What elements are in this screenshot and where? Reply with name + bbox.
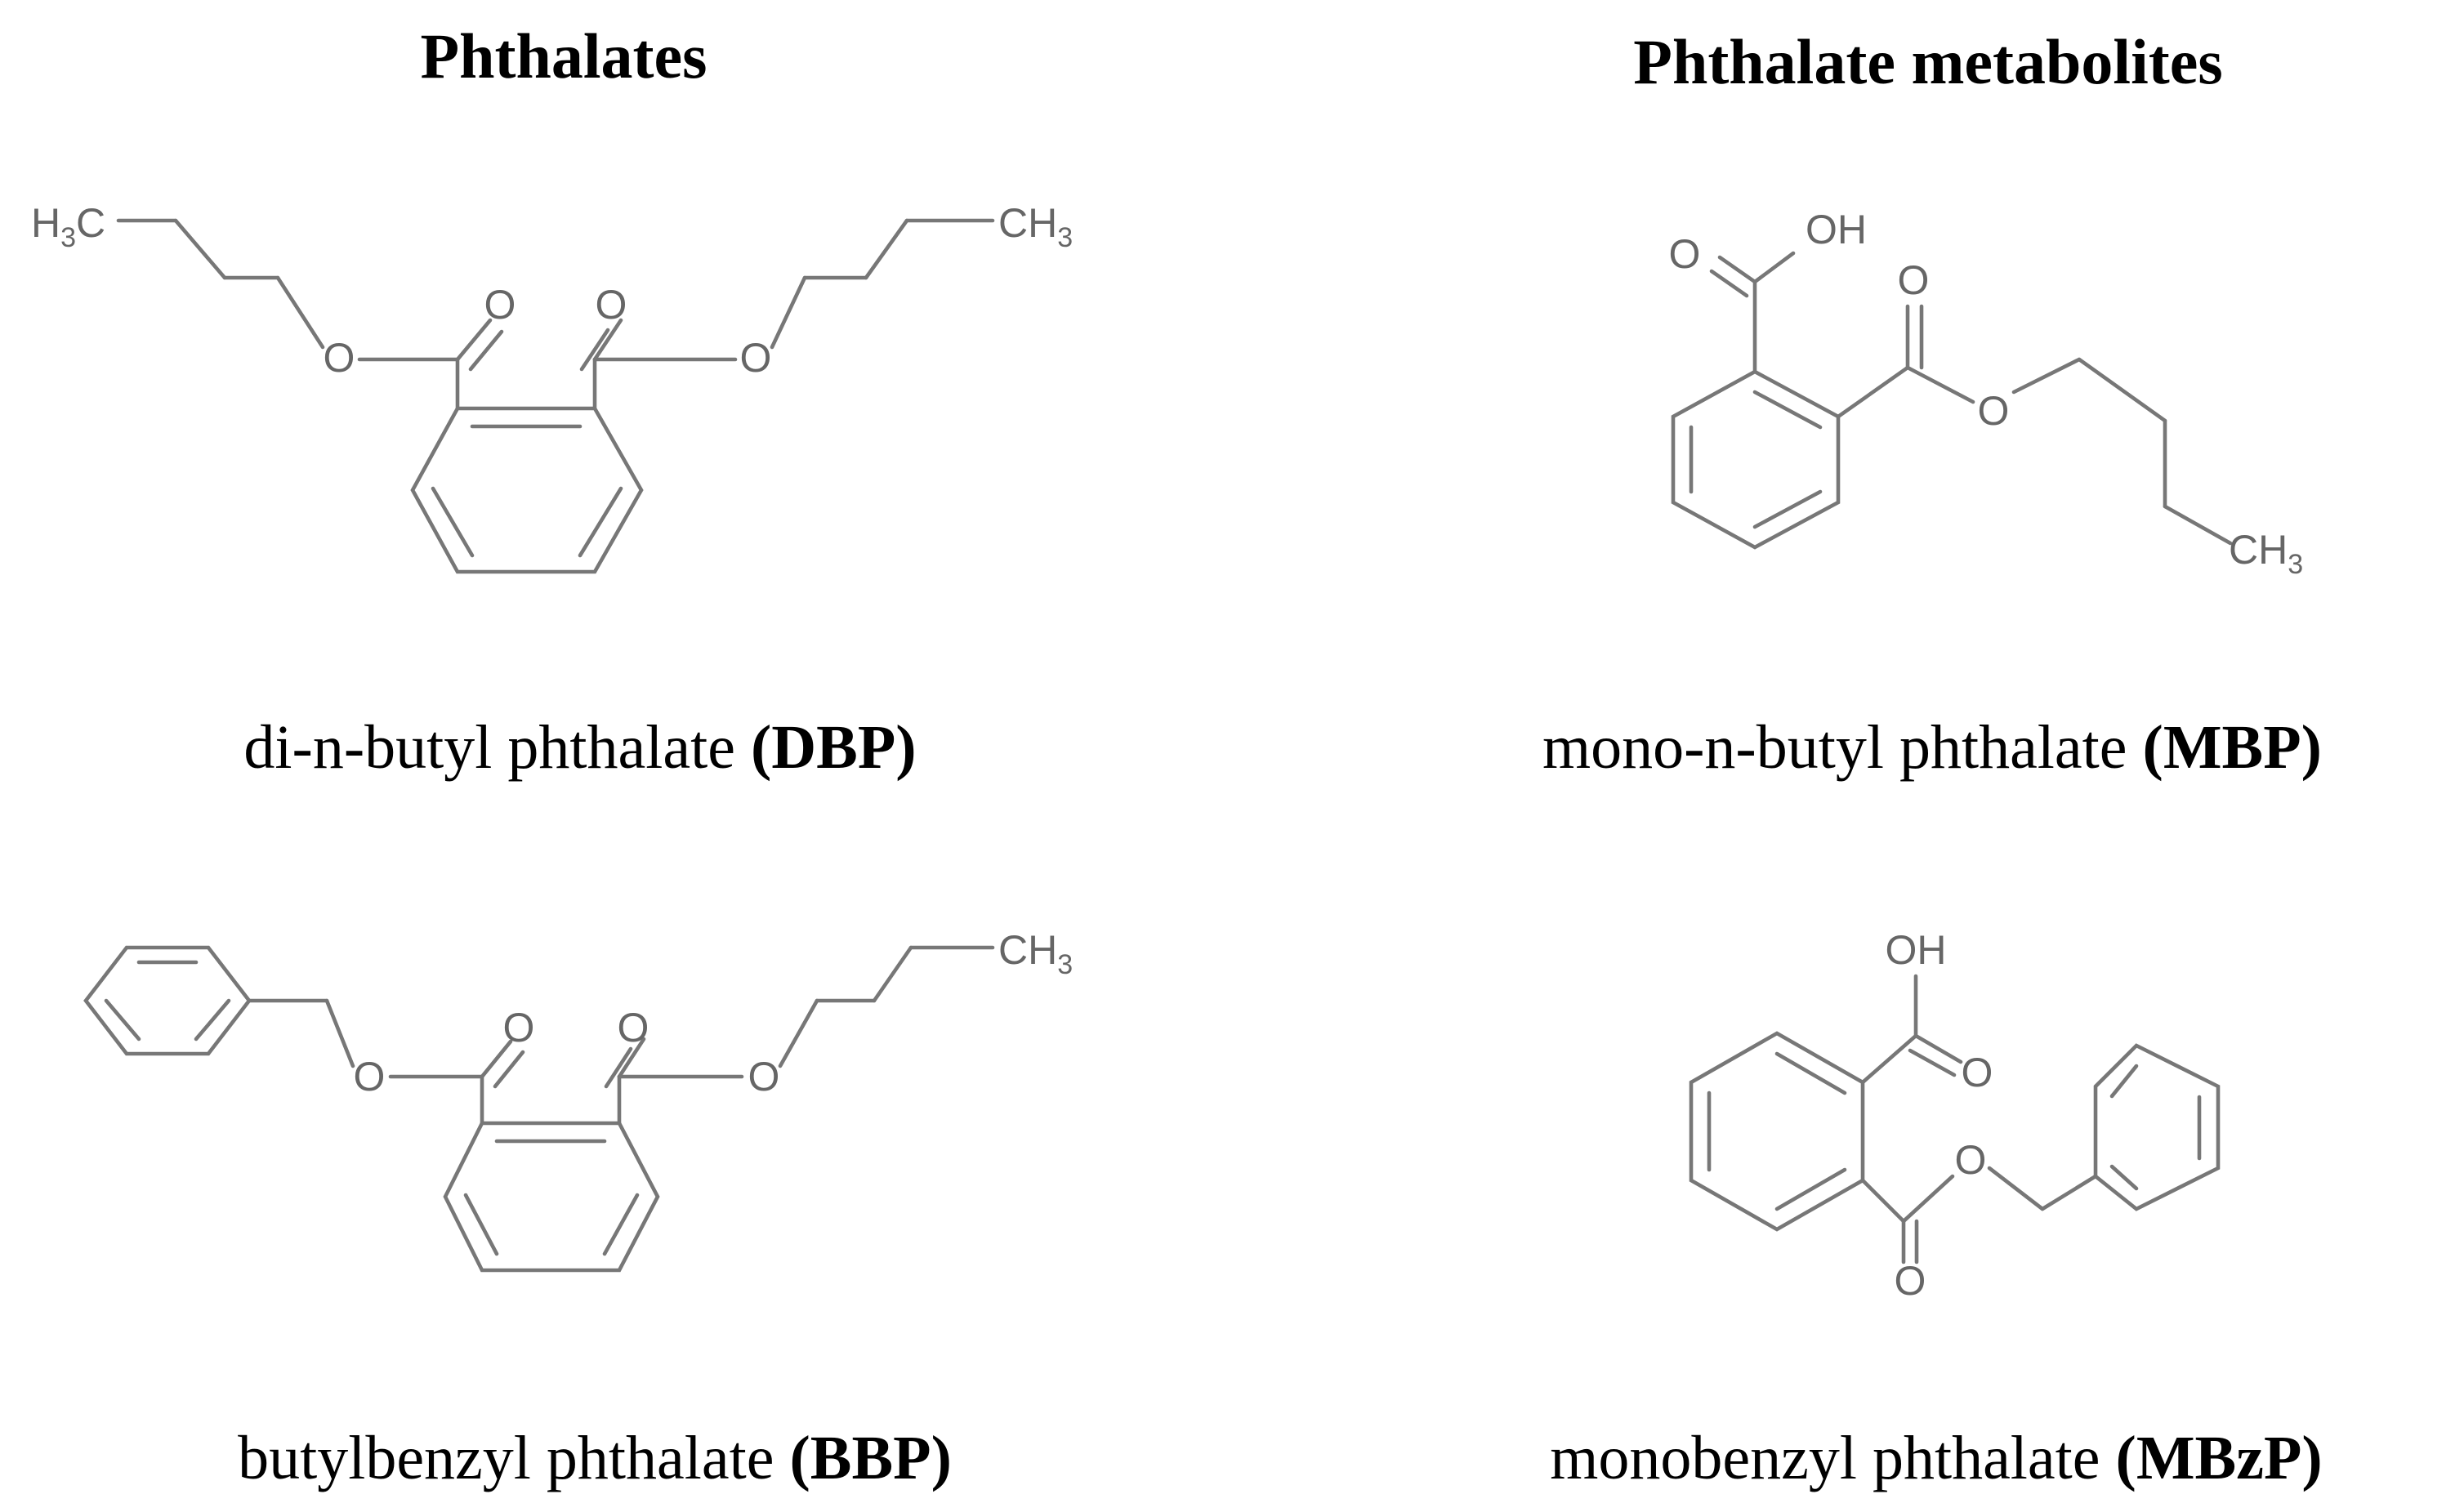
mbzp-carbonyl-oxygen-ester: O: [1895, 1258, 1926, 1304]
mbp-carbonyl-oxygen-acid: O: [1669, 231, 1701, 277]
mbzp-benzene-ring-benzyl: [2093, 1043, 2221, 1211]
mbp-carbonyl-oxygen-ester: O: [1898, 257, 1930, 303]
mbzp-hydroxyl: OH: [1886, 927, 1947, 973]
dbp-carbonyl-oxygen-left: O: [484, 282, 516, 328]
mbzp-structure: OH O O O: [1689, 927, 2221, 1304]
bbp-benzene-ring-benzyl: [83, 945, 252, 1056]
mbp-methyl: CH3: [2229, 527, 2303, 580]
caption-mbp: mono-n-butyl phthalate (MBP): [1542, 713, 2322, 782]
mbzp-ester-oxygen: O: [1955, 1137, 1987, 1183]
dbp-carbonyl-oxygen-right: O: [596, 282, 627, 328]
caption-bbp: butylbenzyl phthalate (BBP): [238, 1424, 952, 1492]
dbp-structure: O O H3C O O CH3: [31, 200, 1073, 574]
header-phthalate-metabolites: Phthalate metabolites: [1633, 26, 2222, 97]
bbp-methyl: CH3: [998, 927, 1073, 980]
header-phthalates: Phthalates: [421, 20, 708, 91]
dbp-methyl-right: CH3: [998, 200, 1073, 253]
bbp-carbonyl-oxygen-left: O: [503, 1005, 535, 1050]
dbp-methyl-left: H3C: [31, 200, 105, 253]
dbp-ester-oxygen-right: O: [740, 335, 772, 381]
bbp-ester-oxygen-right: O: [748, 1054, 780, 1099]
bbp-carbonyl-oxygen-right: O: [618, 1005, 649, 1050]
bbp-ester-oxygen-left: O: [354, 1054, 386, 1099]
mbp-structure: O OH O O CH3: [1669, 207, 2304, 580]
mbzp-carbonyl-oxygen-acid: O: [1962, 1050, 1993, 1095]
bbp-benzene-ring-core: [443, 1121, 660, 1273]
bbp-structure: O O O O CH3: [83, 927, 1073, 1273]
caption-mbzp: monobenzyl phthalate (MBzP): [1550, 1424, 2322, 1492]
dbp-benzene-ring: [410, 406, 644, 574]
mbp-hydroxyl: OH: [1806, 207, 1867, 252]
mbp-ester-oxygen: O: [1978, 388, 2010, 434]
caption-dbp: di-n-butyl phthalate (DBP): [243, 713, 916, 782]
mbp-benzene-ring: [1671, 369, 1841, 550]
dbp-ester-oxygen-left: O: [324, 335, 355, 381]
mbzp-benzene-ring-core: [1689, 1031, 1865, 1232]
